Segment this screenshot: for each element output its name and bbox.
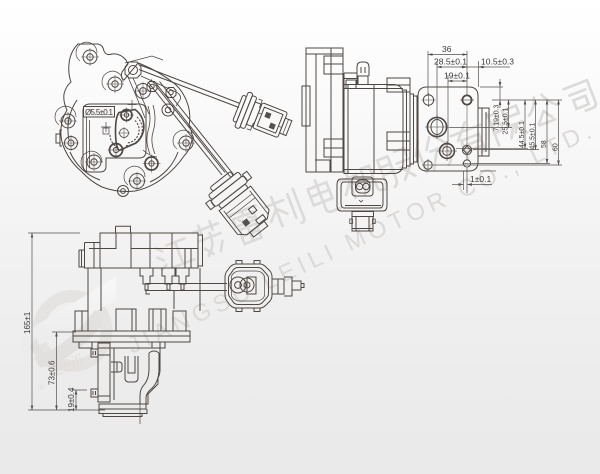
svg-text:25.5±0.1: 25.5±0.1: [503, 108, 510, 135]
svg-text:28.5±0.1: 28.5±0.1: [434, 57, 467, 67]
svg-text:73±0.6: 73±0.6: [48, 360, 57, 385]
svg-text:44.5±0.1: 44.5±0.1: [519, 121, 526, 148]
svg-text:58: 58: [541, 140, 548, 148]
svg-text:19±0.4: 19±0.4: [67, 387, 76, 412]
svg-text:165±1: 165±1: [23, 311, 32, 334]
svg-text:60: 60: [553, 143, 560, 151]
svg-text:45.5±0.1: 45.5±0.1: [530, 123, 537, 150]
svg-text:®: ®: [38, 382, 45, 392]
svg-text:10.5±0.3: 10.5±0.3: [481, 57, 514, 67]
svg-text:Ø5.5±0.1: Ø5.5±0.1: [85, 108, 114, 117]
svg-text:1±0.1: 1±0.1: [470, 174, 491, 184]
svg-text:36: 36: [442, 44, 452, 54]
svg-text:19±0.1: 19±0.1: [444, 71, 470, 81]
svg-text:7.19±0.3: 7.19±0.3: [494, 105, 501, 132]
